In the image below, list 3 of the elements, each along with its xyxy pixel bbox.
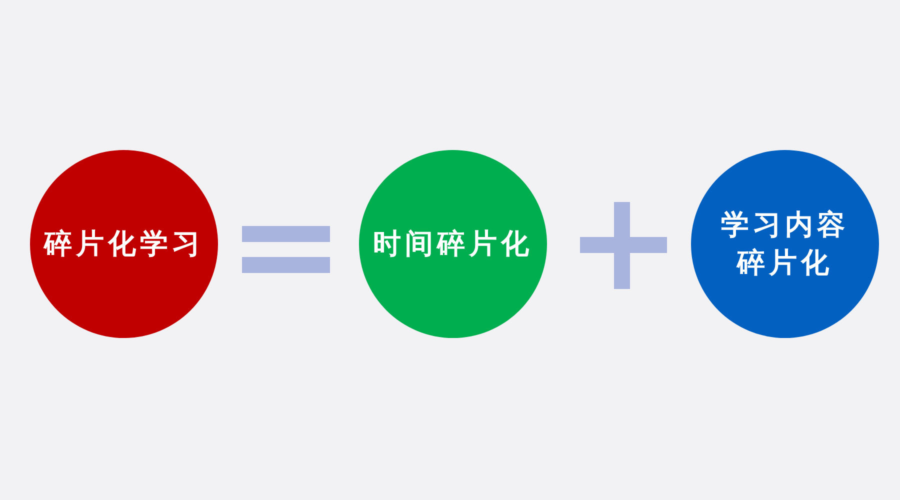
circle-label: 学习内容碎片化: [720, 207, 850, 281]
circle-label: 碎片化学习: [44, 226, 204, 262]
circle-label: 时间碎片化: [373, 226, 533, 262]
